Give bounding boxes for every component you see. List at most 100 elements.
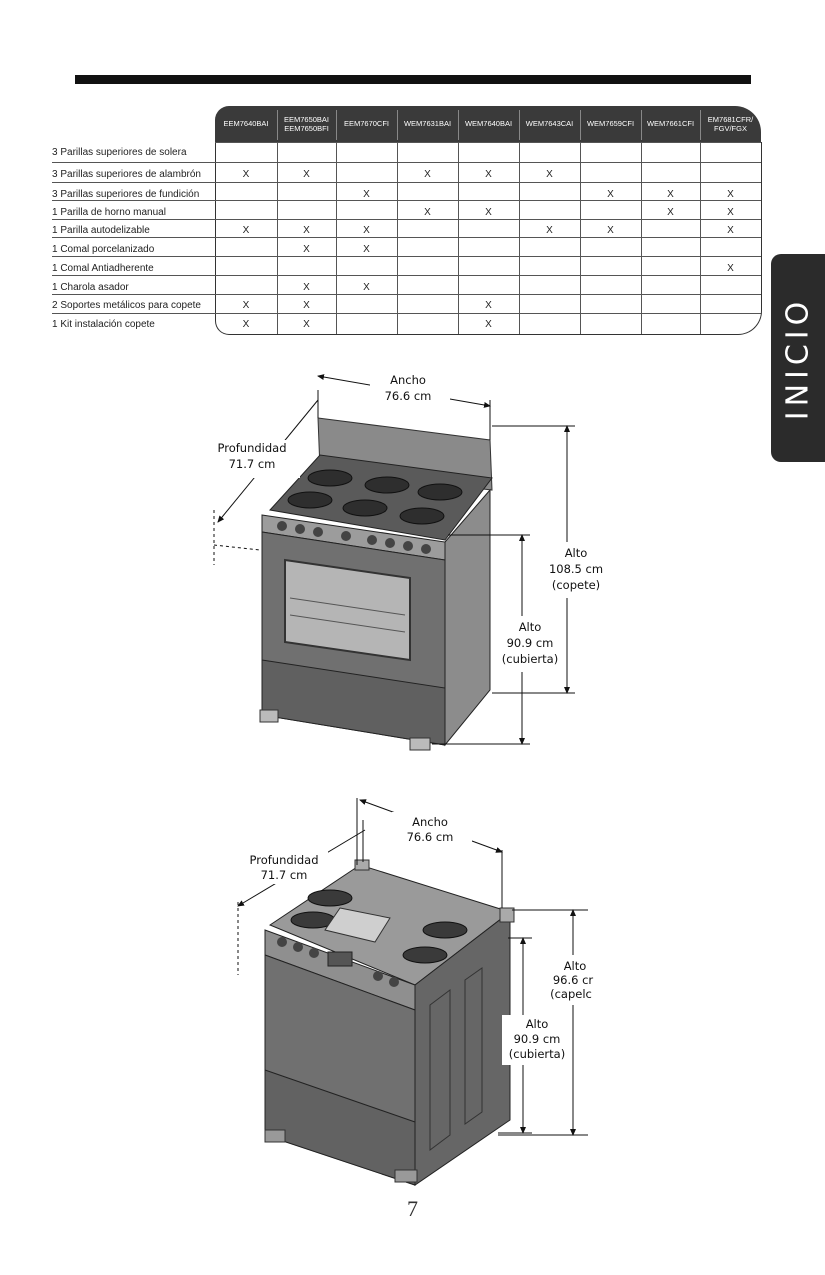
width-value-2: 76.6 cm xyxy=(407,830,454,844)
table-cell xyxy=(418,186,438,204)
column-divider xyxy=(700,142,701,334)
model-header: WEM7631BAI xyxy=(403,119,452,129)
range-dimension-figure-2: Ancho 76.6 cm Profundidad 71.7 cm Alto 9… xyxy=(237,798,594,1186)
model-header: WEM7659CFI xyxy=(586,119,635,129)
table-cell: X xyxy=(667,207,674,218)
row-label: 1 Comal Antiadherente xyxy=(52,263,154,274)
column-divider xyxy=(519,142,520,334)
section-tab-label: INICIO xyxy=(780,296,816,420)
table-cell: X xyxy=(485,169,492,180)
table-cell: X xyxy=(546,225,553,236)
row-divider xyxy=(215,142,761,143)
table-row: 3 Parillas superiores de alambrón X X X X X xyxy=(52,166,762,184)
depth-value: 71.7 cm xyxy=(229,457,276,471)
table-cell xyxy=(479,144,499,162)
table-cell xyxy=(236,144,256,162)
model-header: WEM7661CFI xyxy=(646,119,695,129)
table-cell xyxy=(297,144,317,162)
row-label: 3 Parillas superiores de fundición xyxy=(52,189,200,200)
model-header: WEM7643CAI xyxy=(525,119,574,129)
header-divider xyxy=(336,110,337,140)
page-number: 7 xyxy=(407,1196,418,1221)
model-header: EEM7650BAI EEM7650BFI xyxy=(283,114,330,133)
row-divider xyxy=(52,219,761,220)
range-dimension-figure-1: Ancho 76.6 cm Profundidad 71.7 cm Alto 1… xyxy=(210,368,608,751)
header-divider xyxy=(580,110,581,140)
table-cell: X xyxy=(303,300,310,311)
header-divider xyxy=(519,110,520,140)
table-cell xyxy=(236,186,256,204)
row-divider xyxy=(52,294,761,295)
table-cell xyxy=(297,186,317,204)
table-cell: X xyxy=(242,169,250,180)
header-divider xyxy=(700,110,701,140)
deck-height-label-2: Alto xyxy=(526,1017,549,1031)
table-cell: X xyxy=(242,300,250,311)
table-cell xyxy=(661,144,681,162)
table-cell xyxy=(601,316,621,334)
total-height-value-2: 96.6 cr xyxy=(553,973,594,987)
model-header: EEM7640BAI xyxy=(223,119,269,129)
table-cell xyxy=(418,316,438,334)
table-cell: X xyxy=(667,189,674,200)
model-header: EM7681CFR/ FGV/FGX xyxy=(707,114,754,133)
table-cell xyxy=(601,144,621,162)
row-label: 2 Soportes metálicos para copete xyxy=(52,300,201,311)
row-label: 3 Parillas superiores de alambrón xyxy=(52,169,201,180)
table-cell: X xyxy=(727,189,734,200)
range-illustration-1 xyxy=(259,417,493,751)
table-cell: X xyxy=(546,169,553,180)
row-divider xyxy=(52,275,761,276)
table-cell xyxy=(479,186,499,204)
table-cell xyxy=(418,144,438,162)
table-cell xyxy=(721,144,741,162)
deck-height-value: 90.9 cm xyxy=(507,636,554,650)
total-height-value: 108.5 cm xyxy=(549,562,603,576)
table-cell: X xyxy=(727,207,734,218)
table-cell: X xyxy=(303,225,310,236)
table-cell: X xyxy=(485,319,492,330)
column-divider xyxy=(397,142,398,334)
table-header xyxy=(215,106,761,142)
table-cell: X xyxy=(363,244,370,255)
column-divider xyxy=(336,142,337,334)
width-label-2: Ancho xyxy=(412,815,448,829)
table-cell: X xyxy=(303,282,310,293)
column-divider xyxy=(458,142,459,334)
table-cell: X xyxy=(363,189,370,200)
table-cell: X xyxy=(242,319,250,330)
table-cell xyxy=(357,316,377,334)
table-row: 3 Parillas superiores de fundición X X X X xyxy=(52,186,762,204)
total-height-note-2: (capelc xyxy=(550,987,592,1001)
table-cell: X xyxy=(303,169,310,180)
header-divider xyxy=(277,110,278,140)
width-label: Ancho xyxy=(390,373,426,387)
table-cell: X xyxy=(727,225,734,236)
header-divider xyxy=(641,110,642,140)
table-cell xyxy=(540,186,560,204)
row-label: 1 Comal porcelanizado xyxy=(52,244,155,255)
row-label: 3 Parillas superiores de solera xyxy=(52,147,187,158)
deck-height-note: (cubierta) xyxy=(502,652,558,666)
table-cell: X xyxy=(363,282,370,293)
model-header: WEM7640BAI xyxy=(464,119,513,129)
header-divider xyxy=(458,110,459,140)
table-cell: X xyxy=(485,207,492,218)
table-cell: X xyxy=(424,169,431,180)
table-cell: X xyxy=(607,189,614,200)
table-cell: X xyxy=(607,225,614,236)
deck-height-note-2: (cubierta) xyxy=(509,1047,565,1061)
table-cell: X xyxy=(424,207,431,218)
table-cell: X xyxy=(363,225,370,236)
section-tab[interactable]: INICIO xyxy=(771,254,825,462)
column-divider xyxy=(277,142,278,334)
table-cell xyxy=(357,144,377,162)
total-height-label: Alto xyxy=(565,546,588,560)
header-divider xyxy=(397,110,398,140)
